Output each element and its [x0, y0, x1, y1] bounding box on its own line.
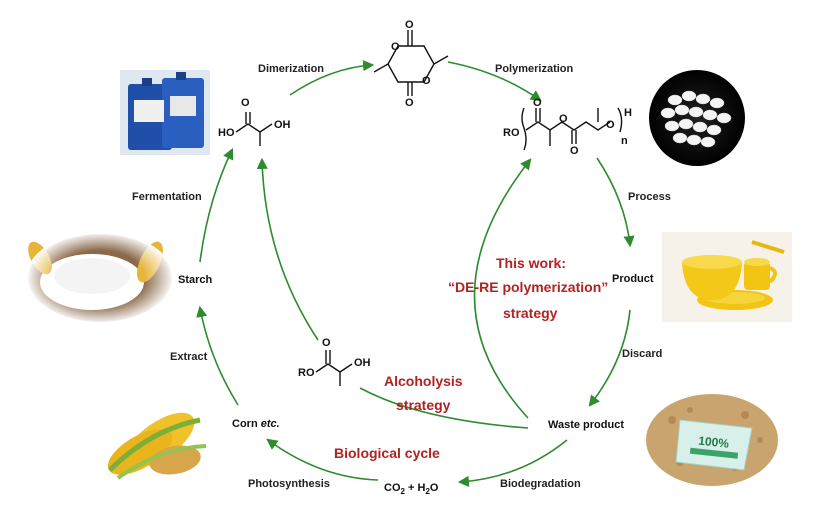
- polymer-o-4: O: [606, 119, 615, 131]
- starch-label: Starch: [178, 274, 213, 286]
- waste-product-label: Waste product: [548, 419, 624, 431]
- lactide-o-ring-1: O: [391, 41, 400, 53]
- polymer-o-2: O: [559, 113, 568, 125]
- polymer-n-subscript: n: [621, 135, 628, 147]
- fermentation-label: Fermentation: [132, 191, 202, 203]
- biodegradation-arrow: [457, 439, 568, 487]
- ester-oh-text: OH: [354, 357, 371, 369]
- process-arrow: [596, 157, 635, 248]
- de-re-polymerization-label: “DE-RE polymerization”: [448, 279, 608, 295]
- lactate-ester-structure: RO OH O: [298, 337, 371, 386]
- polymer-o-3: O: [570, 145, 579, 157]
- process-label: Process: [628, 191, 671, 203]
- fermentation-arrow: [199, 147, 234, 263]
- polymer-o-1: O: [533, 97, 542, 109]
- discard-label: Discard: [622, 348, 662, 360]
- co2-h2o-label: CO2 + H2O: [384, 482, 439, 496]
- lactide-o-ring-2: O: [422, 75, 431, 87]
- waste-packaging-image: 100%: [646, 394, 778, 486]
- lactide-structure: O O O O: [373, 19, 449, 109]
- polymer-h-end: H: [624, 107, 632, 119]
- alcoholysis-arrow-upper: [256, 157, 319, 341]
- dimerization-label: Dimerization: [258, 63, 324, 75]
- discard-arrow: [588, 309, 631, 407]
- photosynthesis-label: Photosynthesis: [248, 478, 330, 490]
- corn-label: Corn etc.: [232, 418, 280, 430]
- yellow-tableware-image: [662, 232, 792, 322]
- lactic-o-text: O: [241, 97, 250, 109]
- alcoholysis-strategy-label: strategy: [396, 397, 451, 413]
- lactide-o-bottom: O: [405, 97, 414, 109]
- de-re-strategy-label: strategy: [503, 305, 558, 321]
- lactic-acid-structure: HO OH O: [218, 97, 291, 146]
- biodegradation-label: Biodegradation: [500, 478, 581, 490]
- starch-powder-image: [26, 232, 174, 324]
- product-label: Product: [612, 273, 654, 285]
- lactic-ho-text: HO: [218, 127, 235, 139]
- ester-ro-text: RO: [298, 367, 315, 379]
- pla-pellets-image: [649, 70, 745, 166]
- de-re-polymerization-arrow: [473, 158, 532, 419]
- alcoholysis-arrow-lower: [359, 387, 529, 429]
- alcoholysis-label: Alcoholysis: [384, 373, 463, 389]
- photosynthesis-arrow: [266, 438, 379, 481]
- lactic-oh-text: OH: [274, 119, 291, 131]
- corn-cobs-image: [107, 412, 207, 480]
- barrel-containers-image: [120, 70, 210, 155]
- extract-label: Extract: [170, 351, 208, 363]
- ester-o-text: O: [322, 337, 331, 349]
- polymerization-label: Polymerization: [495, 63, 574, 75]
- lactide-o-top: O: [405, 19, 414, 31]
- extract-arrow: [196, 305, 239, 406]
- biological-cycle-label: Biological cycle: [334, 445, 440, 461]
- polymerization-arrow: [447, 61, 542, 102]
- polymer-ro-text: RO: [503, 127, 520, 139]
- pla-polymer-structure: RO O O O O n H: [503, 97, 632, 157]
- this-work-label: This work:: [496, 255, 566, 271]
- dimerization-arrow: [289, 60, 375, 96]
- waste-badge-text: 100%: [698, 434, 730, 451]
